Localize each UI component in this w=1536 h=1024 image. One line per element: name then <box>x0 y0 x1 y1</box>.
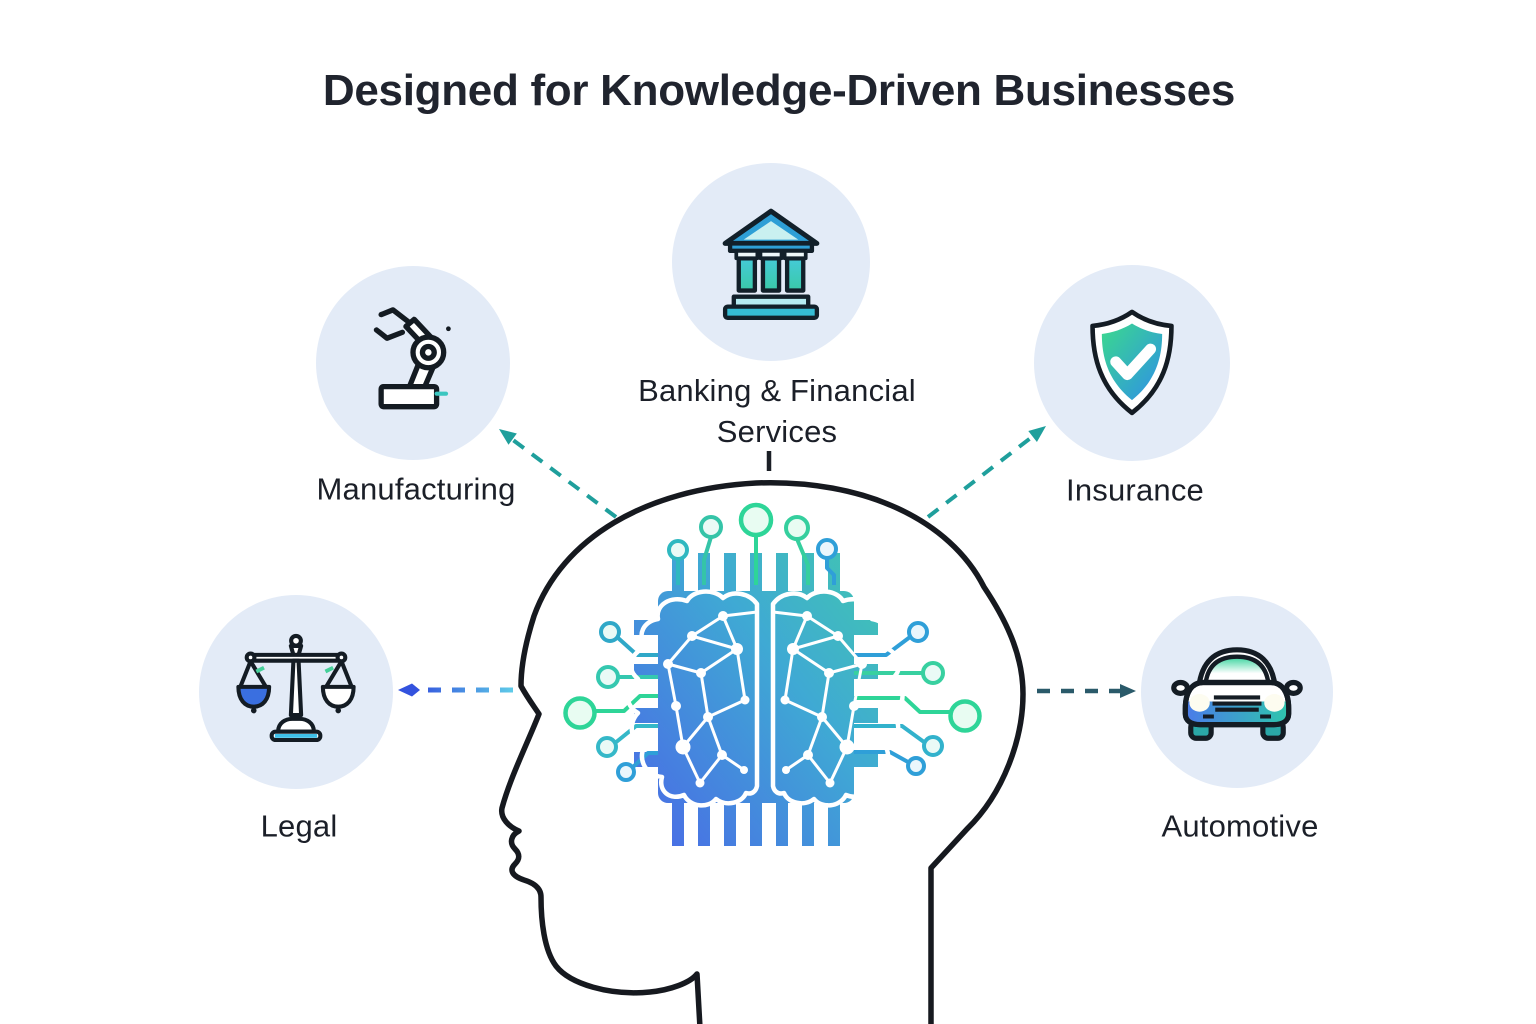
arrow-to-automotive <box>1037 684 1136 698</box>
scales-of-justice-icon <box>236 633 356 743</box>
robotic-arm-icon <box>373 307 451 410</box>
shield-check-icon <box>1090 309 1174 416</box>
legal-label: Legal <box>260 808 338 844</box>
automotive-bubble <box>1141 596 1333 788</box>
manufacturing-bubble <box>316 266 510 460</box>
manufacturing-label: Manufacturing <box>316 471 516 507</box>
bank-building-icon <box>722 208 820 320</box>
arrow-to-manufacturing <box>499 429 618 519</box>
banking-label: Banking & Financial Services <box>638 373 916 449</box>
arrow-to-legal <box>398 683 513 697</box>
automotive-label: Automotive <box>1161 808 1319 844</box>
insurance-bubble <box>1034 265 1230 461</box>
arrow-to-insurance <box>926 426 1046 519</box>
ai-chip-pins <box>634 553 878 846</box>
car-front-icon <box>1171 647 1303 741</box>
banking-bubble <box>672 163 870 361</box>
page-title: Designed for Knowledge-Driven Businesses <box>322 66 1236 115</box>
brain-icon <box>625 589 905 808</box>
circuit-traces <box>563 502 982 782</box>
legal-bubble <box>199 595 393 789</box>
insurance-label: Insurance <box>1066 472 1204 508</box>
